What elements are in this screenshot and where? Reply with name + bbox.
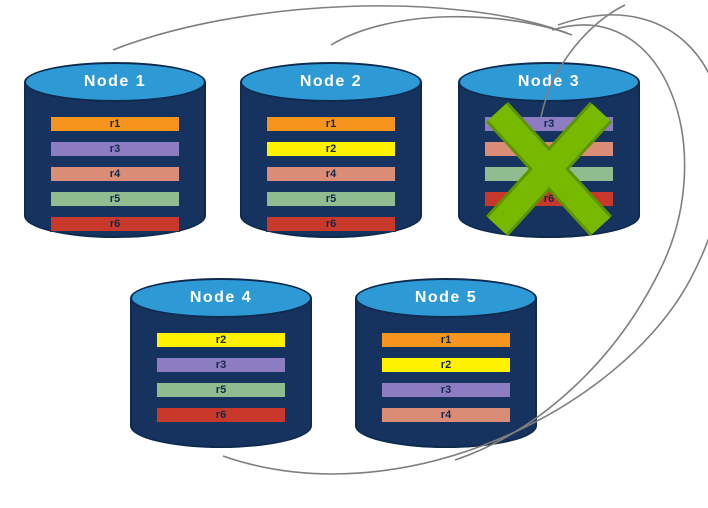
replica-bar: r4: [266, 166, 396, 182]
replica-label: r5: [109, 192, 121, 205]
replica-bar: r6: [266, 216, 396, 232]
replica-label: r6: [325, 217, 337, 230]
replica-bar: r3: [156, 357, 286, 373]
replica-bar: r3: [50, 141, 180, 157]
node-4-title: Node 4: [189, 289, 253, 306]
node-2-replicas: r1 r2 r4 r5 r6: [266, 116, 396, 232]
replica-label: r5: [325, 192, 337, 205]
node-1-replicas: r1 r3 r4 r5 r6: [50, 116, 180, 232]
node-4-replicas: r2 r3 r5 r6: [156, 332, 286, 423]
replica-label: r5: [215, 383, 227, 396]
db-node-2: Node 2 r1 r2 r4 r5 r6: [240, 62, 422, 238]
node-1-body: [24, 82, 206, 238]
replica-label: r4: [325, 167, 337, 180]
replica-bar: r1: [381, 332, 511, 348]
db-node-5: Node 5 r1 r2 r3 r4: [355, 278, 537, 448]
replica-label: r4: [440, 408, 452, 421]
replica-bar: r3: [381, 382, 511, 398]
replica-bar: r5: [50, 191, 180, 207]
replica-bar: r4: [381, 407, 511, 423]
node-5-replicas: r1 r2 r3 r4: [381, 332, 511, 423]
replica-label: r1: [440, 333, 452, 346]
node-2-title: Node 2: [299, 73, 363, 90]
replica-label: r1: [325, 117, 337, 130]
replica-label: r3: [215, 358, 227, 371]
replica-label: r6: [109, 217, 121, 230]
node-4-top: Node 4: [130, 278, 312, 318]
node-3-top: Node 3: [458, 62, 640, 102]
replica-bar: r1: [50, 116, 180, 132]
replica-label: r2: [215, 333, 227, 346]
node-5-title: Node 5: [414, 289, 478, 306]
replica-bar: r5: [156, 382, 286, 398]
replica-label: r1: [109, 117, 121, 130]
replica-bar: r2: [156, 332, 286, 348]
replica-bar: r6: [50, 216, 180, 232]
replica-label: r3: [109, 142, 121, 155]
arrow-node3-to-node2: [330, 15, 573, 46]
failure-x-icon: [485, 101, 613, 237]
replica-label: r6: [215, 408, 227, 421]
replica-label: r2: [440, 358, 452, 371]
node-5-top: Node 5: [355, 278, 537, 318]
replica-bar: r2: [266, 141, 396, 157]
replica-bar: r5: [266, 191, 396, 207]
db-node-4: Node 4 r2 r3 r5 r6: [130, 278, 312, 448]
replica-bar: r2: [381, 357, 511, 373]
replica-bar: r1: [266, 116, 396, 132]
node-2-top: Node 2: [240, 62, 422, 102]
node-3-title: Node 3: [517, 73, 581, 90]
replica-bar: r4: [50, 166, 180, 182]
replica-label: r3: [440, 383, 452, 396]
replica-label: r4: [109, 167, 121, 180]
node-1-top: Node 1: [24, 62, 206, 102]
replica-label: r2: [325, 142, 337, 155]
db-node-1: Node 1 r1 r3 r4 r5 r6: [24, 62, 206, 238]
replica-bar: r6: [156, 407, 286, 423]
node-1-title: Node 1: [83, 73, 147, 90]
arrow-node3-to-node1: [112, 5, 568, 51]
